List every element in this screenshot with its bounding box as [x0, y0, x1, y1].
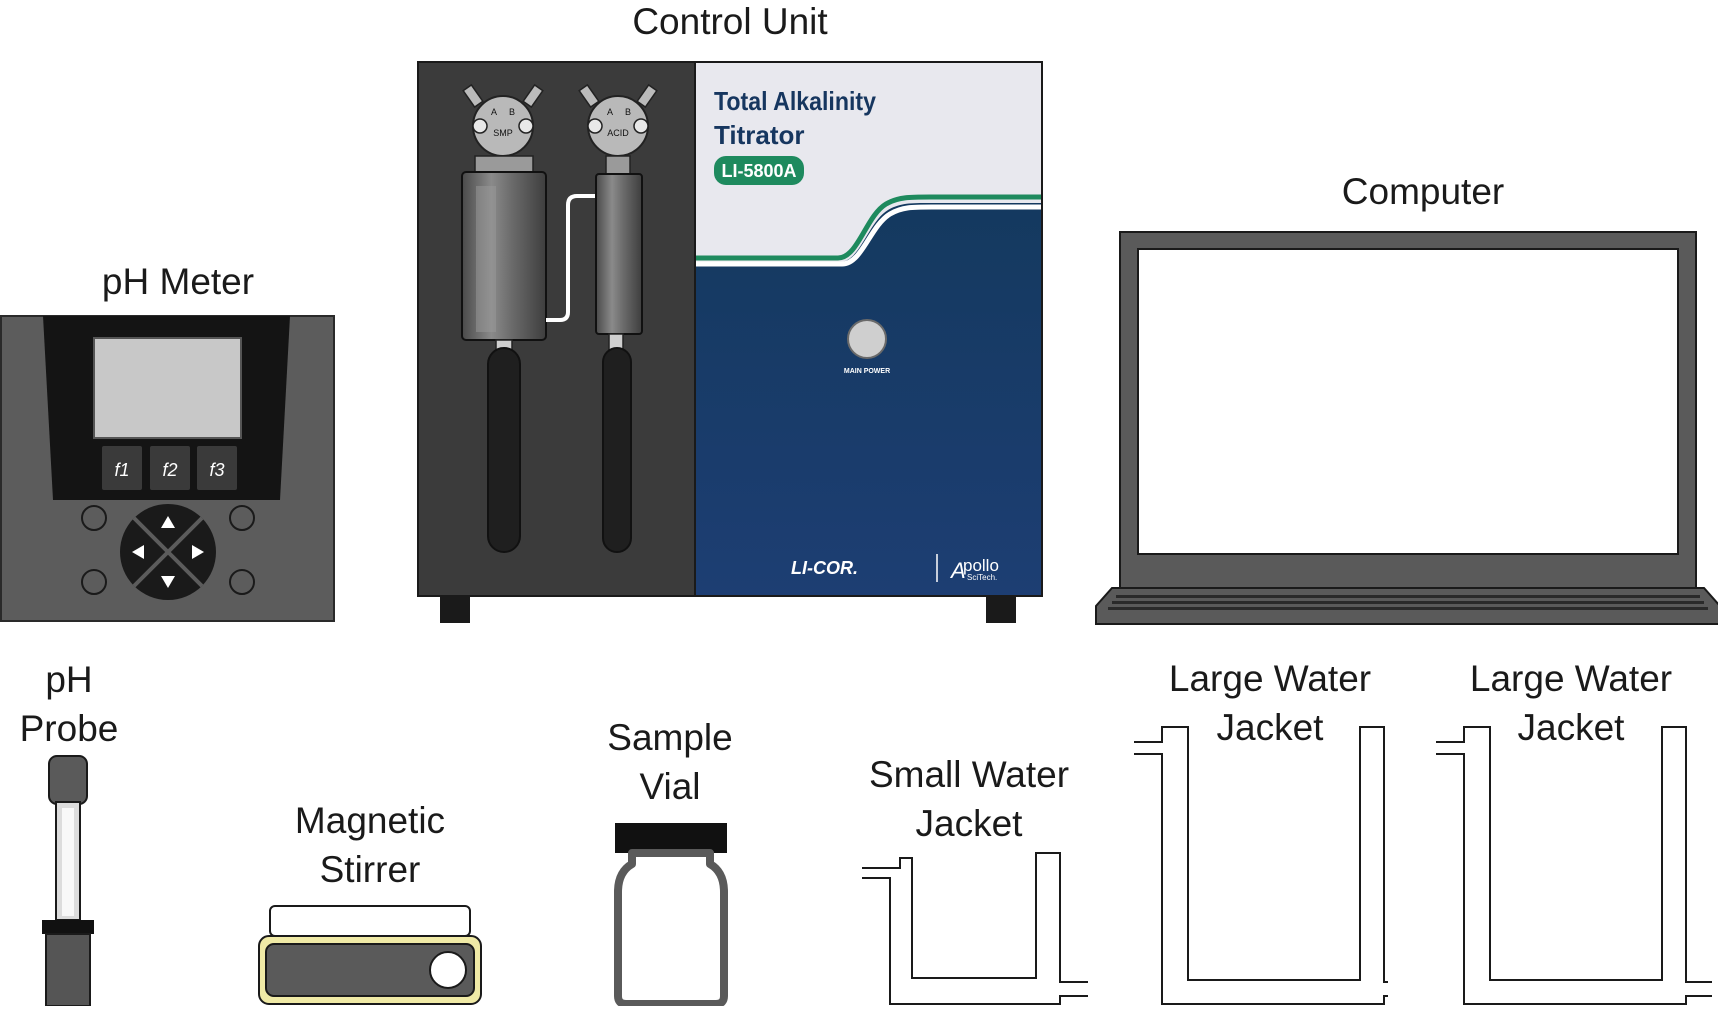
vial-label-line2: Vial [639, 766, 700, 807]
laptop-computer [1095, 231, 1718, 625]
ph-meter-button-top-right[interactable] [229, 505, 255, 531]
ph-meter: f1 f2 f3 [0, 315, 335, 622]
ph-meter-direction-pad[interactable] [120, 504, 216, 600]
control-unit-label: Control Unit [632, 1, 828, 42]
model-badge-text: LI-5800A [721, 161, 796, 181]
f1-key-label: f1 [114, 460, 129, 480]
up-arrow-icon [161, 516, 175, 528]
smp-syringe [461, 155, 547, 553]
acid-valve-port-a: A [607, 107, 613, 117]
stirrer-plate [269, 905, 471, 937]
control-unit: Total Alkalinity Titrator LI-5800A MAIN … [417, 61, 1043, 623]
ph-probe-label-line1: pH [45, 659, 92, 700]
stirrer-knob[interactable] [429, 951, 467, 989]
f2-key[interactable] [150, 446, 190, 490]
smp-valve-port-b: B [509, 107, 515, 117]
main-power-label: MAIN POWER [844, 368, 890, 375]
ph-probe [42, 755, 94, 1007]
apollo-logo-a: A [949, 558, 966, 583]
small-jacket-label-line1: Small Water [869, 754, 1069, 795]
apollo-logo: pollo [963, 556, 999, 575]
f1-key[interactable] [102, 446, 142, 490]
smp-valve-port-a: A [491, 107, 497, 117]
smp-valve-name: SMP [493, 128, 513, 138]
small-water-jacket [862, 852, 1088, 1005]
f3-key-label: f3 [209, 460, 224, 480]
down-arrow-icon [161, 576, 175, 588]
product-name-line1: Total Alkalinity [714, 86, 876, 116]
vial-cap [615, 823, 727, 853]
connecting-tube [546, 194, 604, 322]
small-jacket-label-line2: Jacket [916, 803, 1024, 844]
smp-valve[interactable]: A B SMP [462, 83, 544, 157]
right-arrow-icon [192, 545, 204, 559]
laptop-base [1095, 587, 1718, 625]
large-water-jacket-1 [1134, 726, 1388, 1005]
sample-vial [614, 823, 728, 1008]
apollo-logo-sub: SciTech. [967, 573, 997, 582]
vial-label-line1: Sample [607, 717, 732, 758]
acid-valve-port-b: B [625, 107, 631, 117]
product-name-line2: Titrator [714, 120, 805, 150]
left-arrow-icon [132, 545, 144, 559]
large-jacket-2-label-line1: Large Water [1470, 658, 1672, 699]
laptop-screen [1137, 248, 1679, 555]
main-power-button[interactable] [847, 319, 887, 359]
ph-meter-function-keys: f1 f2 f3 [102, 446, 237, 490]
large-water-jacket-2 [1436, 726, 1712, 1005]
acid-valve-name: ACID [607, 128, 629, 138]
navy-wave-panel [696, 203, 1041, 595]
large-jacket-1-label-line2: Jacket [1217, 707, 1325, 748]
f3-key[interactable] [197, 446, 237, 490]
f2-key-label: f2 [162, 460, 177, 480]
ph-meter-display [93, 337, 242, 439]
model-badge [714, 156, 804, 185]
ph-meter-button-bottom-right[interactable] [229, 569, 255, 595]
computer-label: Computer [1342, 171, 1504, 212]
control-unit-foot-right [986, 596, 1016, 623]
magnetic-stirrer [258, 905, 482, 1005]
large-jacket-2-label-line2: Jacket [1518, 707, 1626, 748]
ph-meter-button-top-left[interactable] [81, 505, 107, 531]
ph-meter-button-bottom-left[interactable] [81, 569, 107, 595]
control-unit-foot-left [440, 596, 470, 623]
acid-valve[interactable]: A B ACID [578, 83, 658, 157]
large-jacket-1-label-line1: Large Water [1169, 658, 1371, 699]
ph-meter-label: pH Meter [102, 261, 254, 302]
stirrer-label-line1: Magnetic [295, 800, 445, 841]
stirrer-label-line2: Stirrer [320, 849, 421, 890]
acid-syringe [595, 155, 643, 553]
licor-logo: LI-COR. [791, 558, 858, 578]
syringe-panel [417, 61, 696, 597]
ph-probe-label-line2: Probe [20, 708, 119, 749]
